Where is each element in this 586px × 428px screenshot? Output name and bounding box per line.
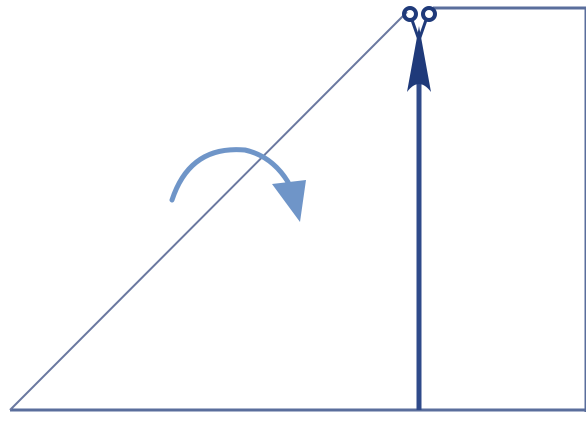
scissors-icon xyxy=(402,6,437,45)
cut-arrowhead xyxy=(407,26,431,92)
curved-arrow-icon xyxy=(169,147,306,222)
fold-line-diagonal xyxy=(9,11,408,411)
paper-outline-right xyxy=(433,6,586,412)
